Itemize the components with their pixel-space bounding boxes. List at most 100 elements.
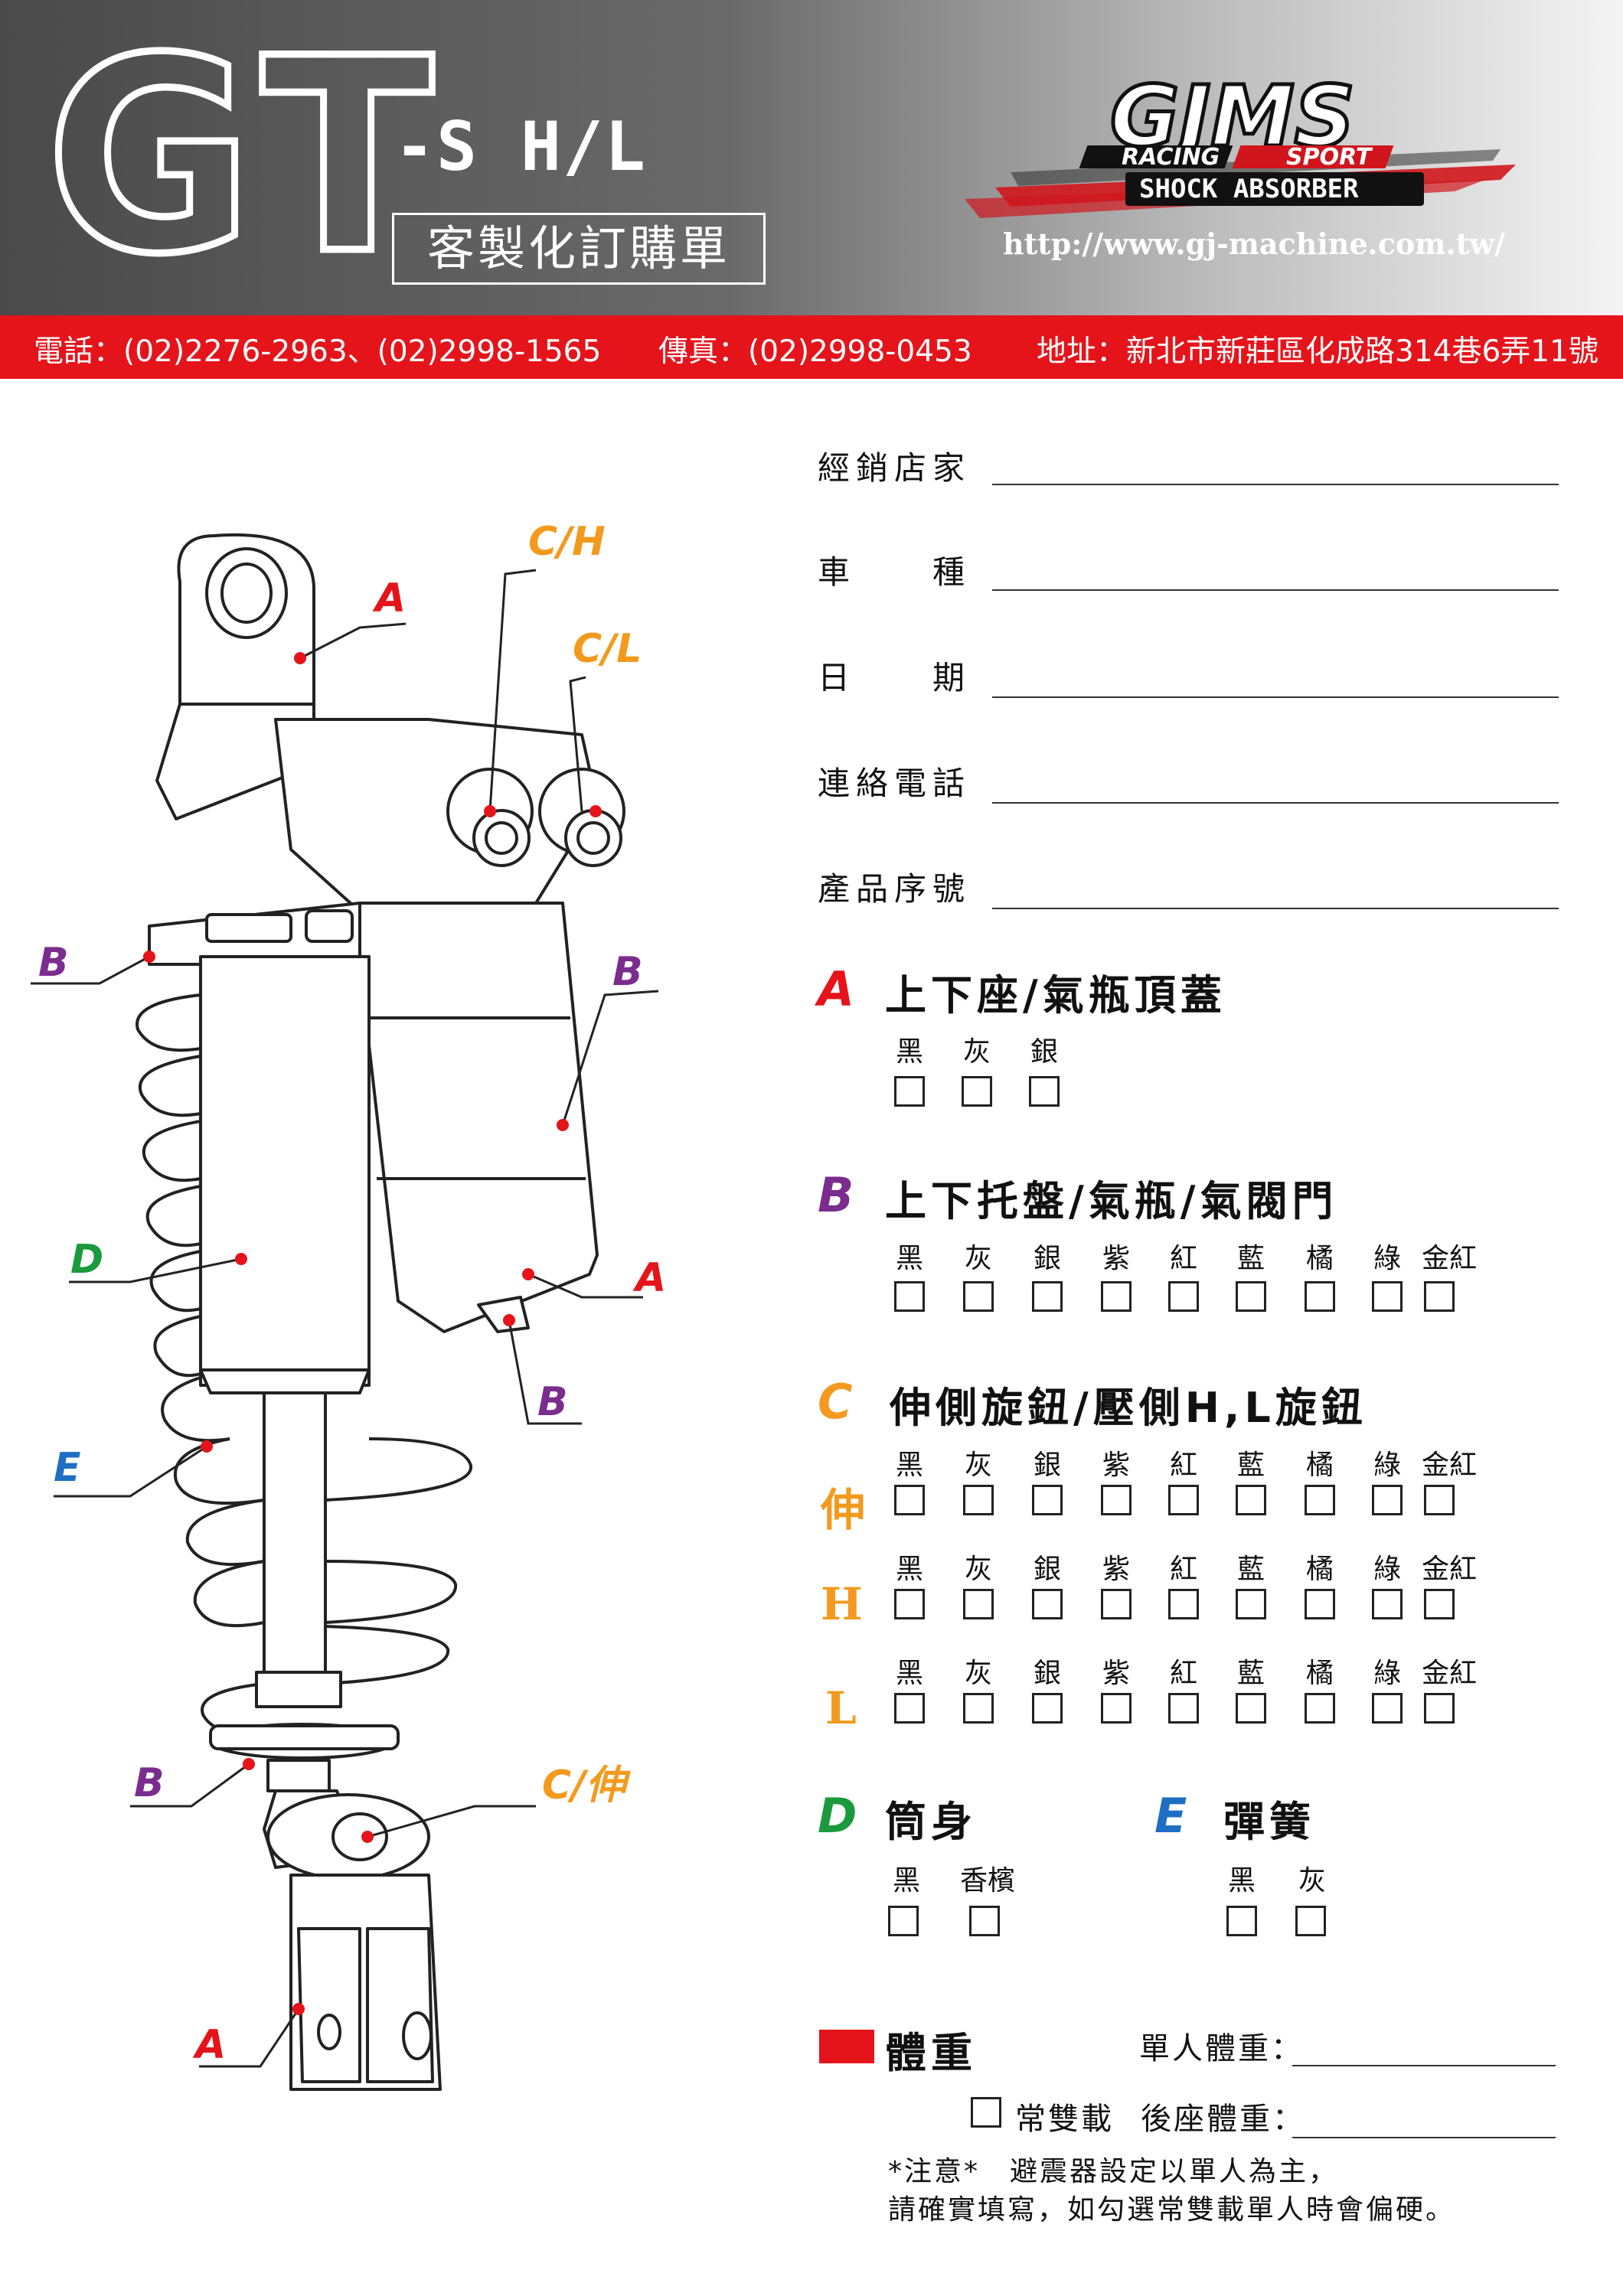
lower-tray [209, 1724, 400, 1750]
checkbox-c-l-6[interactable] [1305, 1693, 1335, 1724]
section-d-option: 香檳 [959, 1865, 1015, 1896]
checkbox-c-extension-1[interactable] [963, 1485, 994, 1515]
gjms-logo: GJMS RACING SPORT SHOCK ABSORBER [965, 73, 1516, 218]
weight-title: 體重 [885, 2029, 977, 2077]
checkbox-c-l-0[interactable] [894, 1693, 925, 1724]
b-option: 金紅 [1421, 1243, 1477, 1274]
address-text: 地址：新北市新莊區化成路314巷6弄11號 [1037, 334, 1599, 369]
label-d: D [70, 1237, 104, 1283]
c-l-option: 綠 [1373, 1658, 1401, 1689]
rear-weight-line[interactable] [1292, 2137, 1556, 2138]
checkbox-double-ride[interactable] [971, 2097, 1001, 2128]
label-b-lower-tray: B [134, 1760, 165, 1806]
checkbox-c-extension-6[interactable] [1305, 1485, 1335, 1515]
c-l-option: 橘 [1305, 1658, 1334, 1689]
section-a-title: 上下座/氣瓶頂蓋 [885, 971, 1226, 1019]
section-d-title: 筒身 [885, 1798, 977, 1846]
checkbox-e-black[interactable] [1226, 1906, 1257, 1936]
checkbox-a-black[interactable] [894, 1076, 925, 1107]
field-line-phone[interactable] [992, 802, 1559, 804]
checkbox-c-l-1[interactable] [963, 1693, 994, 1724]
double-ride-label: 常雙載 [1015, 2102, 1114, 2137]
row-tag-l: L [825, 1682, 857, 1734]
model-title: -S H/L [394, 107, 647, 186]
website-url[interactable]: http://www.gj-machine.com.tw/ [1003, 227, 1505, 261]
section-a-option: 銀 [1030, 1036, 1058, 1068]
checkbox-b-4[interactable] [1168, 1281, 1199, 1312]
c-h-option: 黑 [895, 1554, 923, 1585]
checkbox-b-7[interactable] [1372, 1281, 1403, 1312]
shock-absorber-diagram [31, 533, 659, 2091]
checkbox-c-h-7[interactable] [1372, 1589, 1403, 1619]
checkbox-d-champagne[interactable] [969, 1906, 1000, 1936]
b-option: 黑 [895, 1243, 923, 1274]
c-extension-option: 紫 [1102, 1450, 1130, 1481]
label-ch: C/H [528, 519, 606, 565]
field-line-serial[interactable] [992, 908, 1559, 909]
checkbox-b-6[interactable] [1305, 1281, 1335, 1312]
section-d-letter: D [818, 1788, 857, 1844]
field-label-vehicle: 車 種 [818, 553, 972, 591]
checkbox-b-5[interactable] [1236, 1281, 1266, 1312]
label-cl: C/L [573, 626, 642, 672]
field-line-date[interactable] [992, 696, 1559, 698]
c-h-option: 紅 [1169, 1554, 1197, 1585]
c-extension-option: 紅 [1169, 1450, 1197, 1481]
checkbox-c-extension-0[interactable] [894, 1485, 925, 1515]
checkbox-c-h-3[interactable] [1101, 1589, 1132, 1619]
checkbox-c-extension-3[interactable] [1101, 1485, 1132, 1515]
checkbox-c-h-5[interactable] [1236, 1589, 1266, 1619]
reservoir-tank [358, 902, 599, 1333]
single-weight-line[interactable] [1292, 2065, 1556, 2066]
checkbox-d-black[interactable] [888, 1906, 919, 1936]
checkbox-b-3[interactable] [1101, 1281, 1132, 1312]
label-a-bottom: A [195, 2022, 227, 2068]
body-cylinder [199, 955, 371, 1387]
checkbox-c-l-5[interactable] [1236, 1693, 1266, 1724]
checkbox-c-h-6[interactable] [1305, 1589, 1335, 1619]
logo-racing-text: RACING [1122, 144, 1220, 171]
checkbox-c-extension-8[interactable] [1424, 1485, 1455, 1515]
checkbox-b-1[interactable] [963, 1281, 994, 1312]
checkbox-c-h-4[interactable] [1168, 1589, 1199, 1619]
checkbox-a-gray[interactable] [962, 1076, 992, 1107]
checkbox-b-0[interactable] [894, 1281, 925, 1312]
gt-title: GT [42, 1, 446, 313]
b-option: 灰 [964, 1243, 992, 1274]
field-label-date: 日 期 [818, 659, 972, 696]
c-extension-option: 藍 [1236, 1450, 1265, 1481]
checkbox-c-l-4[interactable] [1168, 1693, 1199, 1724]
label-e: E [54, 1445, 81, 1491]
checkbox-c-h-0[interactable] [894, 1589, 925, 1619]
c-extension-option: 金紅 [1421, 1450, 1477, 1481]
section-b-letter: B [818, 1167, 854, 1223]
checkbox-e-gray[interactable] [1295, 1906, 1326, 1936]
checkbox-c-l-8[interactable] [1424, 1693, 1455, 1724]
checkbox-b-2[interactable] [1032, 1281, 1063, 1312]
checkbox-a-silver[interactable] [1029, 1076, 1060, 1107]
checkbox-c-extension-4[interactable] [1168, 1485, 1199, 1515]
field-line-vehicle[interactable] [992, 589, 1559, 591]
checkbox-c-h-2[interactable] [1032, 1589, 1063, 1619]
c-extension-option: 黑 [895, 1450, 923, 1481]
section-a-option: 黑 [895, 1036, 923, 1068]
checkbox-c-h-8[interactable] [1424, 1589, 1455, 1619]
logo-sport-text: SPORT [1286, 144, 1373, 171]
field-line-dealer[interactable] [992, 484, 1559, 485]
c-h-option: 銀 [1033, 1554, 1061, 1585]
checkbox-c-l-3[interactable] [1101, 1693, 1132, 1724]
c-extension-option: 灰 [964, 1450, 992, 1481]
checkbox-c-extension-5[interactable] [1236, 1485, 1266, 1515]
checkbox-c-l-2[interactable] [1032, 1693, 1063, 1724]
checkbox-c-extension-7[interactable] [1372, 1485, 1403, 1515]
checkbox-b-8[interactable] [1424, 1281, 1455, 1312]
checkbox-c-l-7[interactable] [1372, 1693, 1403, 1724]
checkbox-c-h-1[interactable] [963, 1589, 994, 1619]
c-h-option: 綠 [1373, 1554, 1401, 1585]
checkbox-c-extension-2[interactable] [1032, 1485, 1063, 1515]
c-h-option: 灰 [964, 1554, 992, 1585]
label-b-reservoir: B [612, 949, 643, 995]
b-option: 銀 [1033, 1243, 1061, 1274]
order-form-title: 客製化訂購單 [392, 213, 766, 285]
section-e-letter: E [1154, 1788, 1187, 1844]
